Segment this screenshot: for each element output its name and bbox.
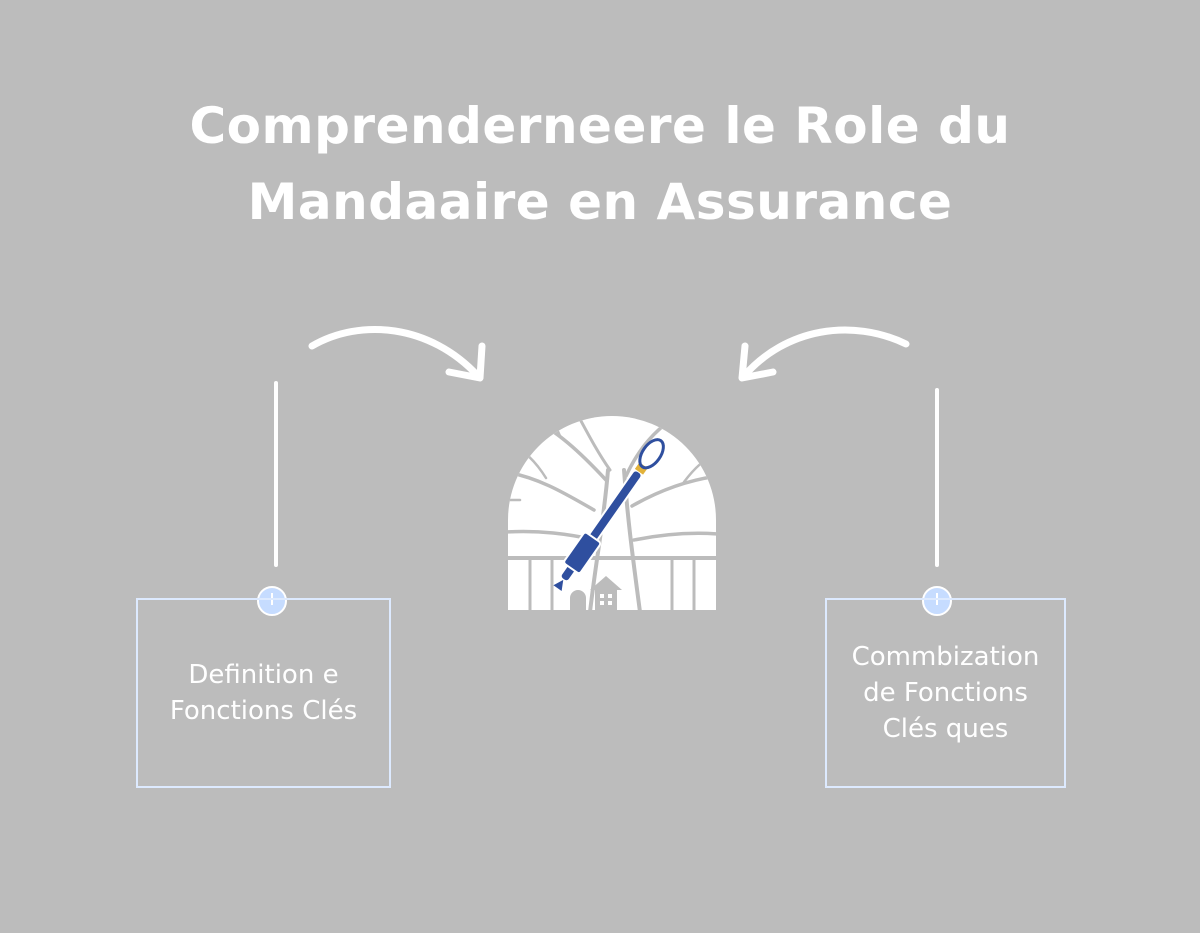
right-box-line-1: Commbization bbox=[851, 642, 1040, 672]
right-box-line-2: de Fonctions bbox=[863, 678, 1028, 708]
title-line-1: Comprenderneere le Role du bbox=[189, 97, 1011, 155]
tree-with-pen-icon bbox=[508, 416, 716, 612]
right-box-label: Commbization de Fonctions Clés ques bbox=[852, 639, 1040, 747]
right-info-box: Commbization de Fonctions Clés ques bbox=[825, 598, 1066, 788]
title-line-2: Mandaaire en Assurance bbox=[247, 173, 953, 231]
right-box-line-3: Clés ques bbox=[882, 714, 1009, 744]
house-icon bbox=[570, 576, 622, 612]
left-box-line-1: Definition e bbox=[188, 660, 339, 690]
pen-icon bbox=[553, 438, 665, 591]
curved-arrow-right-icon bbox=[308, 325, 486, 382]
left-info-box: Definition e Fonctions Clés bbox=[136, 598, 391, 788]
right-node-power-icon bbox=[922, 586, 952, 616]
page-title: Comprenderneere le Role du Mandaaire en … bbox=[100, 88, 1100, 240]
curved-arrow-left-icon bbox=[738, 326, 910, 382]
left-box-label: Definition e Fonctions Clés bbox=[170, 657, 357, 729]
left-box-line-2: Fonctions Clés bbox=[169, 696, 358, 726]
